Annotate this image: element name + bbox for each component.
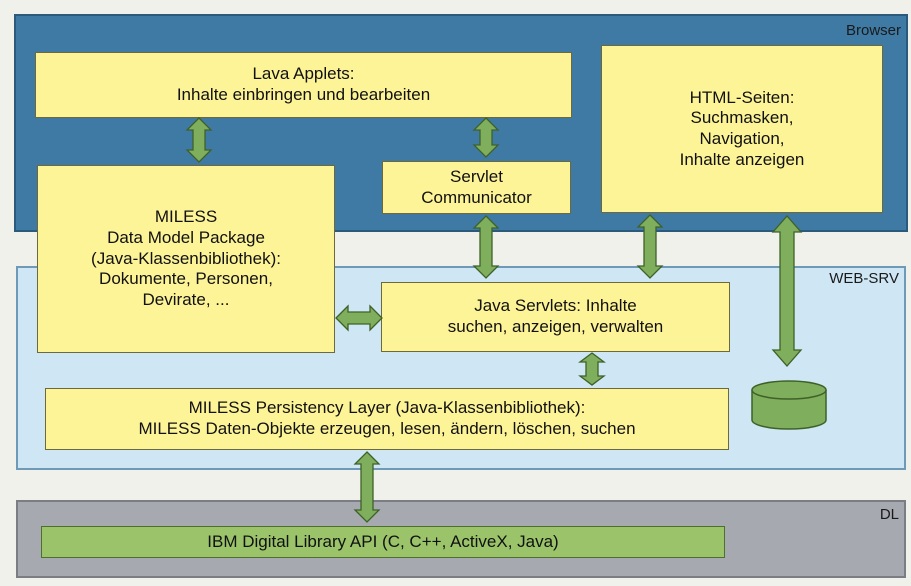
arrow-applets-communicator bbox=[472, 117, 500, 158]
java-servlets-text: Java Servlets: Inhalte suchen, anzeigen,… bbox=[447, 296, 664, 336]
html-seiten-box: HTML-Seiten: Suchmasken, Navigation, Inh… bbox=[601, 45, 883, 213]
arrow-servlets-persistency bbox=[578, 352, 606, 386]
database-icon bbox=[751, 380, 827, 430]
miless-data-model-text: MILESS Data Model Package (Java-Klassenb… bbox=[91, 207, 281, 310]
persistency-layer-text: MILESS Persistency Layer (Java-Klassenbi… bbox=[138, 398, 636, 438]
arrow-html-database bbox=[771, 215, 803, 367]
dl-api-box: IBM Digital Library API (C, C++, ActiveX… bbox=[41, 526, 725, 558]
lava-applets-box: Lava Applets: Inhalte einbringen und bea… bbox=[35, 52, 572, 118]
web-srv-layer-label: WEB-SRV bbox=[829, 270, 899, 287]
browser-layer-label: Browser bbox=[845, 22, 901, 39]
arrow-persistency-dl bbox=[353, 451, 381, 523]
arrow-html-servlets bbox=[636, 214, 664, 279]
lava-applets-text: Lava Applets: Inhalte einbringen und bea… bbox=[176, 64, 431, 104]
arrow-applets-datamodel bbox=[185, 117, 213, 163]
arrow-communicator-servlets bbox=[472, 215, 500, 279]
arrow-datamodel-servlets bbox=[335, 304, 383, 332]
persistency-layer-box: MILESS Persistency Layer (Java-Klassenbi… bbox=[45, 388, 729, 450]
dl-layer-label: DL bbox=[879, 506, 899, 523]
miless-data-model-box: MILESS Data Model Package (Java-Klassenb… bbox=[37, 165, 335, 353]
servlet-communicator-box: Servlet Communicator bbox=[382, 161, 571, 214]
html-seiten-text: HTML-Seiten: Suchmasken, Navigation, Inh… bbox=[679, 87, 805, 169]
java-servlets-box: Java Servlets: Inhalte suchen, anzeigen,… bbox=[381, 282, 730, 352]
dl-api-text: IBM Digital Library API (C, C++, ActiveX… bbox=[207, 531, 559, 551]
servlet-communicator-text: Servlet Communicator bbox=[421, 166, 532, 207]
